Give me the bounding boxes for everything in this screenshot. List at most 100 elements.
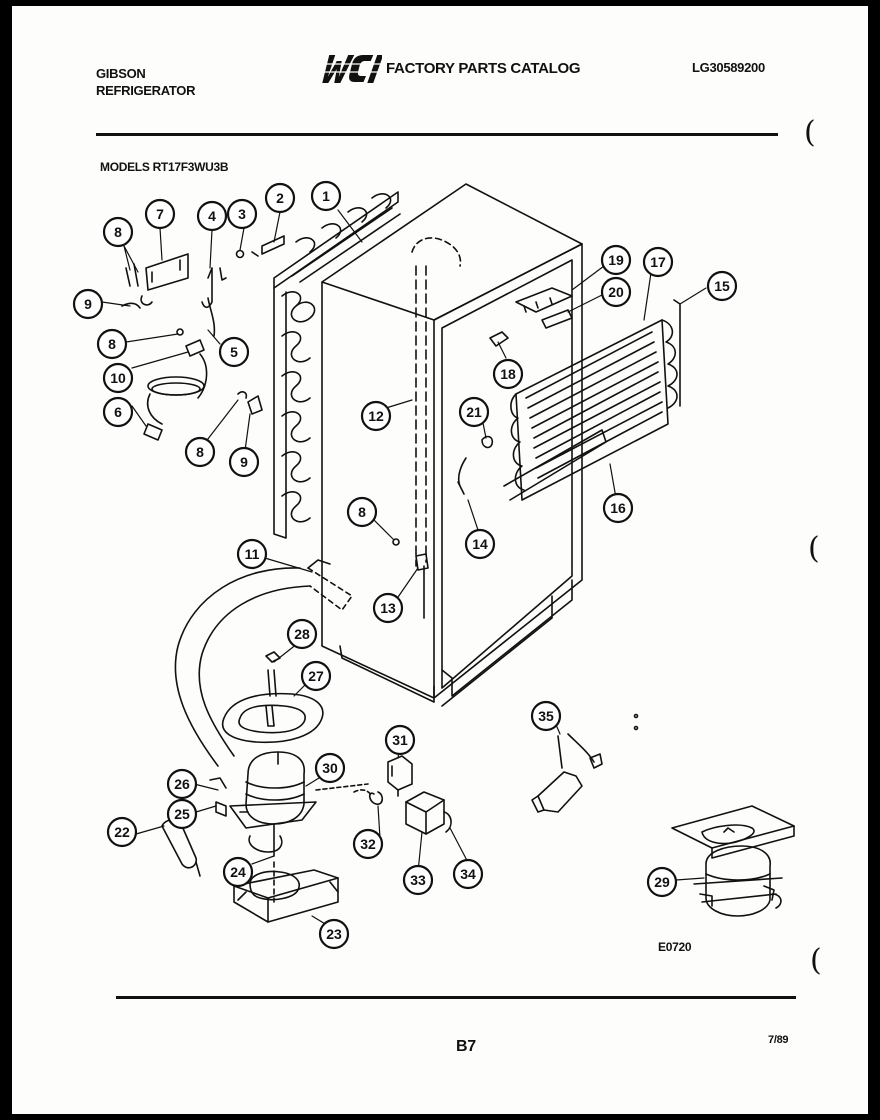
callout-8: 8: [96, 328, 128, 360]
svg-text:33: 33: [410, 872, 426, 888]
light-switch-bracket: [515, 287, 573, 329]
callout-19: 19: [600, 244, 632, 276]
product-type: REFRIGERATOR: [96, 83, 196, 98]
relay-overload: [353, 755, 452, 835]
svg-text:34: 34: [460, 866, 476, 882]
punch-mark: (: [810, 943, 822, 978]
svg-text:14: 14: [472, 536, 488, 552]
page-number: B7: [456, 1038, 476, 1055]
callout-8: 8: [184, 436, 216, 468]
svg-text:16: 16: [610, 500, 626, 516]
svg-text:4: 4: [208, 208, 216, 224]
svg-text:27: 27: [308, 668, 324, 684]
svg-text:19: 19: [608, 252, 624, 268]
callout-8: 8: [346, 496, 378, 528]
svg-text:35: 35: [538, 708, 554, 724]
svg-text:24: 24: [230, 864, 246, 880]
svg-text:30: 30: [322, 760, 338, 776]
callout-5: 5: [218, 336, 250, 368]
callout-21: 21: [458, 396, 490, 428]
callout-27: 27: [300, 660, 332, 692]
callout-35: 35: [530, 700, 562, 732]
svg-text:29: 29: [654, 874, 670, 890]
svg-text:31: 31: [392, 732, 408, 748]
callout-8: 8: [102, 216, 134, 248]
svg-text:6: 6: [114, 404, 122, 420]
punch-mark: (: [804, 115, 816, 150]
condenser-coil: [273, 191, 401, 539]
compressor-base: [233, 861, 339, 923]
callout-28: 28: [286, 618, 318, 650]
svg-text:26: 26: [174, 776, 190, 792]
evaporator: [503, 299, 681, 501]
callout-7: 7: [144, 198, 176, 230]
callout-25: 25: [166, 798, 198, 830]
compressor-assembly: [161, 651, 369, 877]
callout-9: 9: [72, 288, 104, 320]
callout-24: 24: [222, 856, 254, 888]
callout-26: 26: [166, 768, 198, 800]
wci-logo: [322, 55, 382, 83]
callout-30: 30: [314, 752, 346, 784]
callout-4: 4: [196, 200, 228, 232]
svg-text:23: 23: [326, 926, 342, 942]
svg-text:9: 9: [240, 454, 248, 470]
svg-text:12: 12: [368, 408, 384, 424]
callout-6: 6: [102, 396, 134, 428]
cabinet-small-parts: [392, 331, 509, 571]
svg-text:22: 22: [114, 824, 130, 840]
catalog-code: LG30589200: [692, 60, 765, 75]
brand-name: GIBSON: [96, 66, 146, 81]
refrigerator-cabinet: [321, 183, 583, 707]
svg-text:3: 3: [238, 206, 246, 222]
svg-text:15: 15: [714, 278, 730, 294]
svg-text:8: 8: [196, 444, 204, 460]
svg-text:5: 5: [230, 344, 238, 360]
svg-text:10: 10: [110, 370, 126, 386]
svg-text:1: 1: [322, 188, 330, 204]
svg-text:32: 32: [360, 836, 376, 852]
alternate-compressor: [671, 805, 795, 917]
figure-code: E0720: [658, 940, 692, 954]
svg-text:8: 8: [358, 504, 366, 520]
svg-text:8: 8: [114, 224, 122, 240]
svg-text:21: 21: [466, 404, 482, 420]
exploded-parts-diagram: 1 2 3 4 7 8 9 8 5 10 6 8 9 19 17 15 20 1…: [72, 180, 795, 950]
callout-15: 15: [706, 270, 738, 302]
svg-text:17: 17: [650, 254, 666, 270]
catalog-page: GIBSON REFRIGERATOR FACTORY PARTS CATALO…: [12, 6, 868, 1114]
punch-mark: (: [808, 531, 820, 566]
callout-12: 12: [360, 400, 392, 432]
callout-16: 16: [602, 492, 634, 524]
drain-duct: [174, 559, 353, 767]
catalog-title: FACTORY PARTS CATALOG: [386, 60, 581, 77]
page-date: 7/89: [768, 1034, 789, 1046]
callout-17: 17: [642, 246, 674, 278]
svg-text:11: 11: [245, 546, 260, 562]
capacitor-harness: [531, 713, 639, 813]
models-line: MODELS RT17F3WU3B: [100, 160, 229, 174]
callout-3: 3: [226, 198, 258, 230]
callout-13: 13: [372, 592, 404, 624]
svg-text:13: 13: [380, 600, 396, 616]
callout-20: 20: [600, 276, 632, 308]
callout-10: 10: [102, 362, 134, 394]
svg-text:18: 18: [500, 366, 516, 382]
callout-23: 23: [318, 918, 350, 950]
callout-33: 33: [402, 864, 434, 896]
svg-text:9: 9: [84, 296, 92, 312]
callout-1: 1: [310, 180, 342, 212]
callout-32: 32: [352, 828, 384, 860]
svg-text:7: 7: [156, 206, 164, 222]
callout-34: 34: [452, 858, 484, 890]
header-rule: [96, 133, 778, 136]
callout-14: 14: [464, 528, 496, 560]
footer-rule: [116, 996, 796, 999]
svg-text:28: 28: [294, 626, 310, 642]
svg-text:25: 25: [174, 806, 190, 822]
callout-18: 18: [492, 358, 524, 390]
upper-left-parts: [121, 235, 285, 441]
callout-31: 31: [384, 724, 416, 756]
callout-9: 9: [228, 446, 260, 478]
svg-text:8: 8: [108, 336, 116, 352]
